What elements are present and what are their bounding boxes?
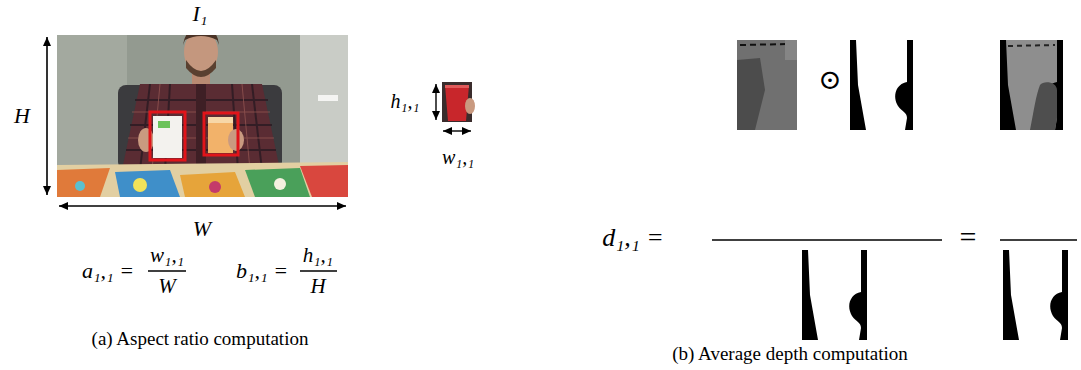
image-name: I₁ [193,2,208,26]
formula-numerator: h₁,₁ [303,244,333,267]
mask [1003,250,1068,340]
dimension-label: w₁,₁ [442,146,474,168]
formula-denominator: W [158,275,176,298]
photo [57,35,348,197]
subfigure-caption: (b) Average depth computation [672,344,908,365]
dimension-label: H [14,104,30,128]
subfigure-caption: (a) Aspect ratio computation [92,329,309,350]
formula-denominator: H [310,275,325,298]
mask [850,40,913,130]
formula-lhs: d₁,₁ = [602,224,664,253]
crop [442,82,475,122]
masked-depth [1000,40,1063,130]
formula-numerator: w₁,₁ [150,244,184,267]
dimension-label: W [193,217,211,241]
dimension-label: h₁,₁ [391,90,420,112]
formula-lhs: b₁,₁ = [236,259,288,283]
formula-lhs: a₁,₁ = [82,259,134,283]
mask [802,250,867,340]
operator-symbol: ⊙ [818,65,841,96]
depth-image [737,40,797,130]
operator-symbol: = [960,220,977,253]
